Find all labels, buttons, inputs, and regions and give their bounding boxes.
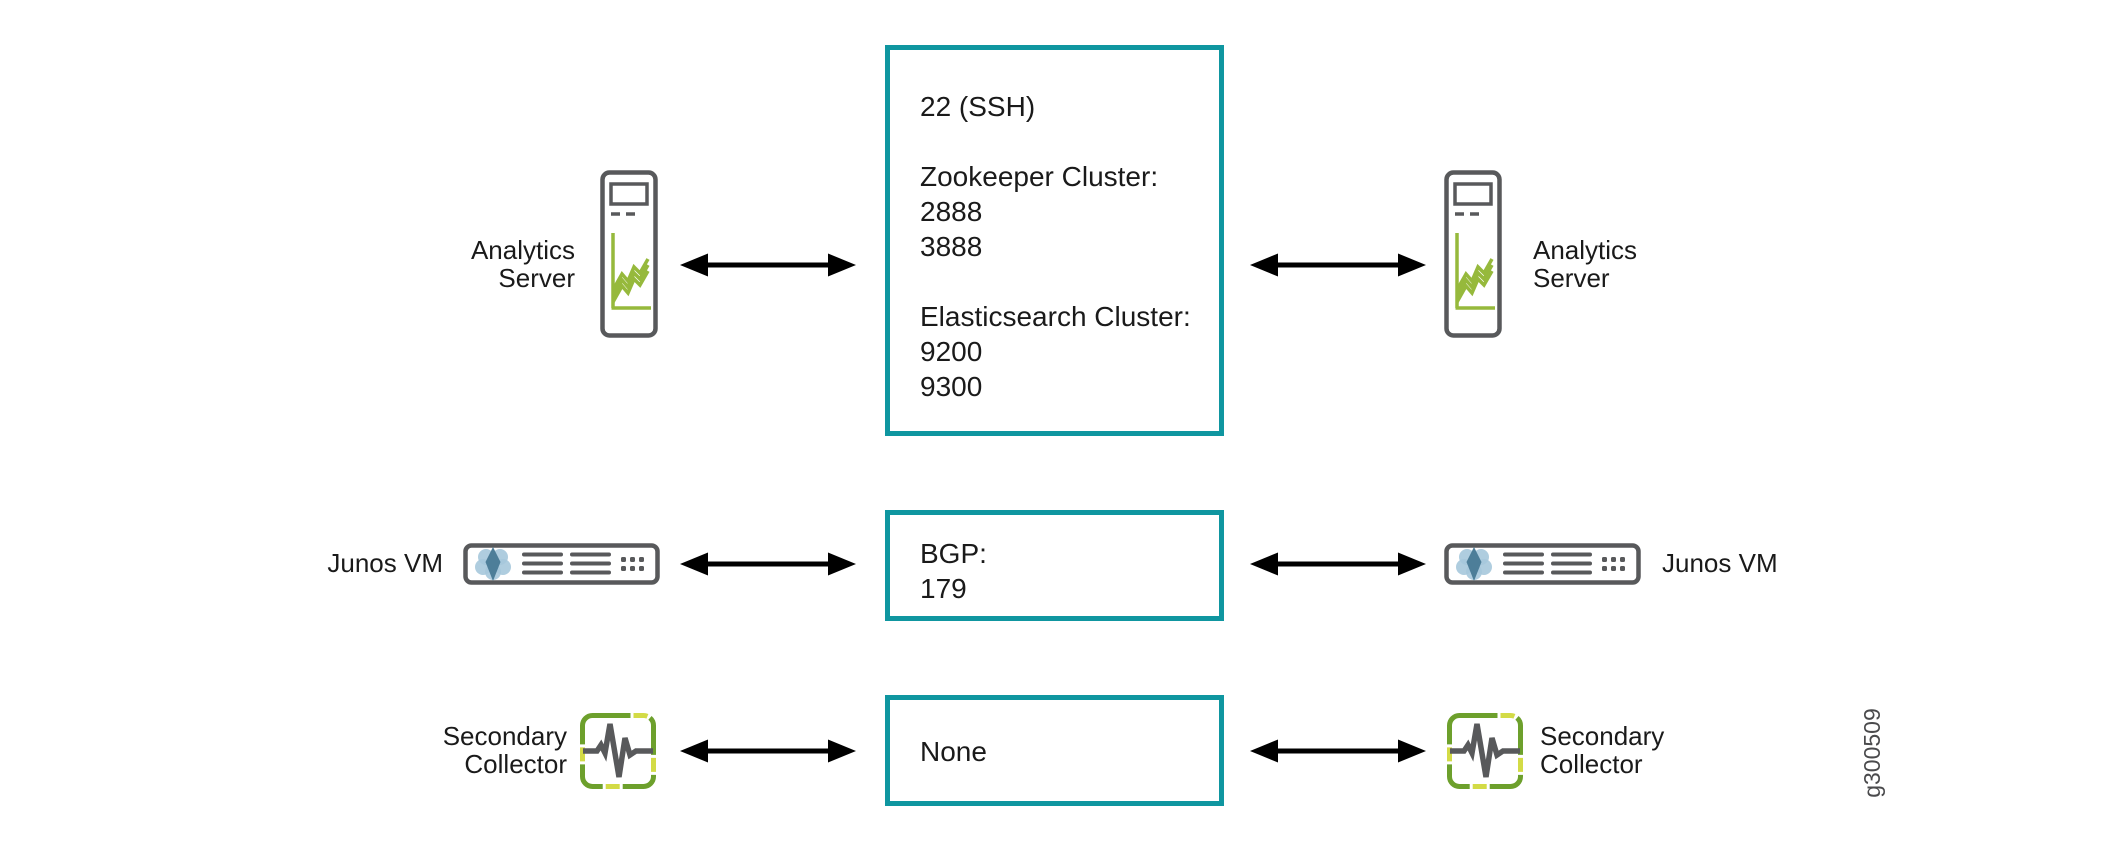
figure-id-label: g300509 [1859, 708, 1885, 798]
bidirectional-arrow-icon [680, 253, 856, 277]
secondary-collector-label-left: Secondary Collector [442, 721, 567, 779]
secondary-collector-label-right: Secondary Collector [1540, 721, 1665, 779]
analytics-server-ports-box: 22 (SSH) Zookeeper Cluster: 2888 3888 El… [885, 45, 1224, 436]
analytics-server-label-right: Analytics Server [1533, 235, 1638, 293]
junos-vm-icon [463, 543, 660, 585]
secondary-collector-ports-box: None [885, 695, 1224, 806]
junos-vm-ports-box: BGP: 179 [885, 510, 1224, 621]
bidirectional-arrow-icon [680, 552, 856, 576]
secondary-collector-icon [1447, 713, 1523, 789]
junos-vm-label-right: Junos VM [1662, 548, 1778, 578]
junos-vm-icon [1444, 543, 1641, 585]
junos-vm-label-left: Junos VM [327, 548, 443, 578]
analytics-server-label-left: Analytics Server [470, 235, 575, 293]
analytics-server-icon [1444, 170, 1502, 338]
analytics-server-icon [600, 170, 658, 338]
bidirectional-arrow-icon [680, 739, 856, 763]
bidirectional-arrow-icon [1250, 739, 1426, 763]
secondary-collector-icon [580, 713, 656, 789]
bidirectional-arrow-icon [1250, 552, 1426, 576]
bidirectional-arrow-icon [1250, 253, 1426, 277]
